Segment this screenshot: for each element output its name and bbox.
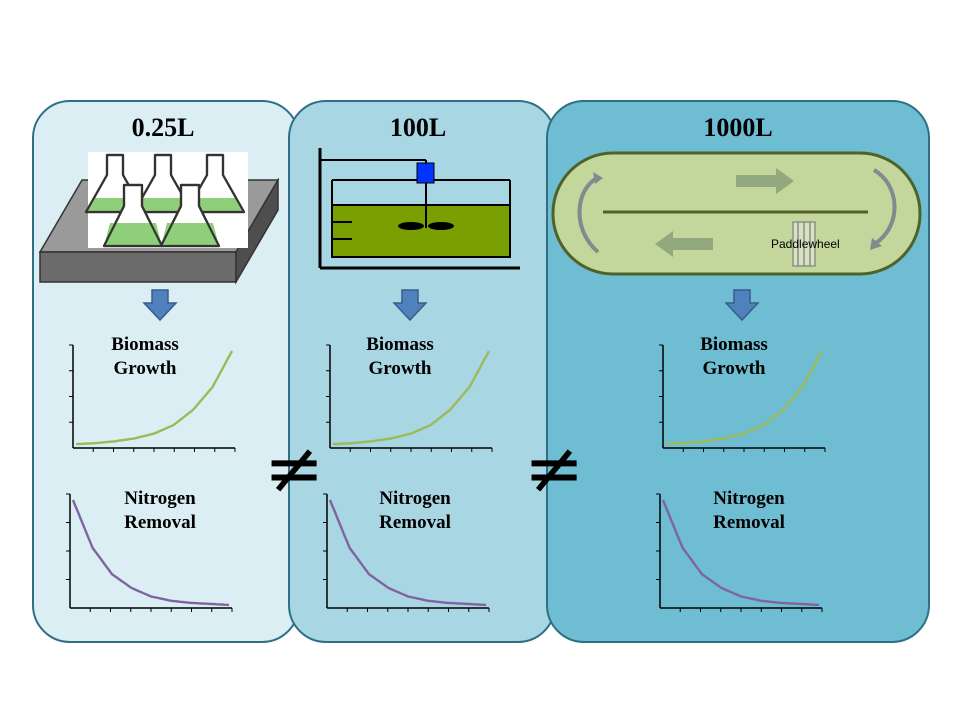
nitrogen-label-line-2: Removal: [124, 512, 196, 533]
down-arrow-icon: [392, 289, 428, 322]
biomass-label-line-2: Growth: [113, 358, 177, 379]
biomass-label-line-1: Biomass: [366, 334, 434, 355]
biomass-label-line-2: Growth: [368, 358, 432, 379]
not-equal-sign: ≠: [524, 426, 585, 510]
biomass-growth-curve: [665, 350, 824, 446]
stirred-tank-reactor-icon: [318, 148, 520, 270]
raceway-pond-icon: [551, 151, 922, 276]
biomass-growth-curve: [332, 350, 491, 446]
nitrogen-removal-curve: [661, 499, 820, 607]
nitrogen-removal-label: Nitrogen Removal: [689, 487, 809, 535]
down-arrow-icon: [724, 289, 760, 322]
nitrogen-label-line-2: Removal: [379, 512, 451, 533]
paddlewheel-label: Paddlewheel: [771, 237, 840, 251]
biomass-label-line-2: Growth: [702, 358, 766, 379]
biomass-growth-label: Biomass Growth: [340, 333, 460, 381]
nitrogen-removal-curve: [328, 499, 487, 607]
panel-title-1000l: 1000L: [703, 113, 773, 142]
nitrogen-removal-label: Nitrogen Removal: [355, 487, 475, 535]
nitrogen-label-line-2: Removal: [713, 512, 785, 533]
not-equal-sign: ≠: [264, 426, 325, 510]
down-arrow-icon: [142, 289, 178, 322]
nitrogen-label-line-1: Nitrogen: [124, 488, 196, 509]
biomass-label-line-1: Biomass: [111, 334, 179, 355]
biomass-growth-curve: [75, 350, 234, 446]
erlenmeyer-flasks-icon: [84, 153, 246, 248]
biomass-label-line-1: Biomass: [700, 334, 768, 355]
biomass-growth-label: Biomass Growth: [674, 333, 794, 381]
nitrogen-removal-curve: [71, 499, 230, 607]
paddlewheel-icon: [792, 221, 816, 267]
panel-title-0-25l: 0.25L: [131, 113, 195, 142]
biomass-growth-label: Biomass Growth: [85, 333, 205, 381]
nitrogen-label-line-1: Nitrogen: [379, 488, 451, 509]
panel-title-100l: 100L: [389, 113, 447, 142]
nitrogen-label-line-1: Nitrogen: [713, 488, 785, 509]
nitrogen-removal-label: Nitrogen Removal: [100, 487, 220, 535]
